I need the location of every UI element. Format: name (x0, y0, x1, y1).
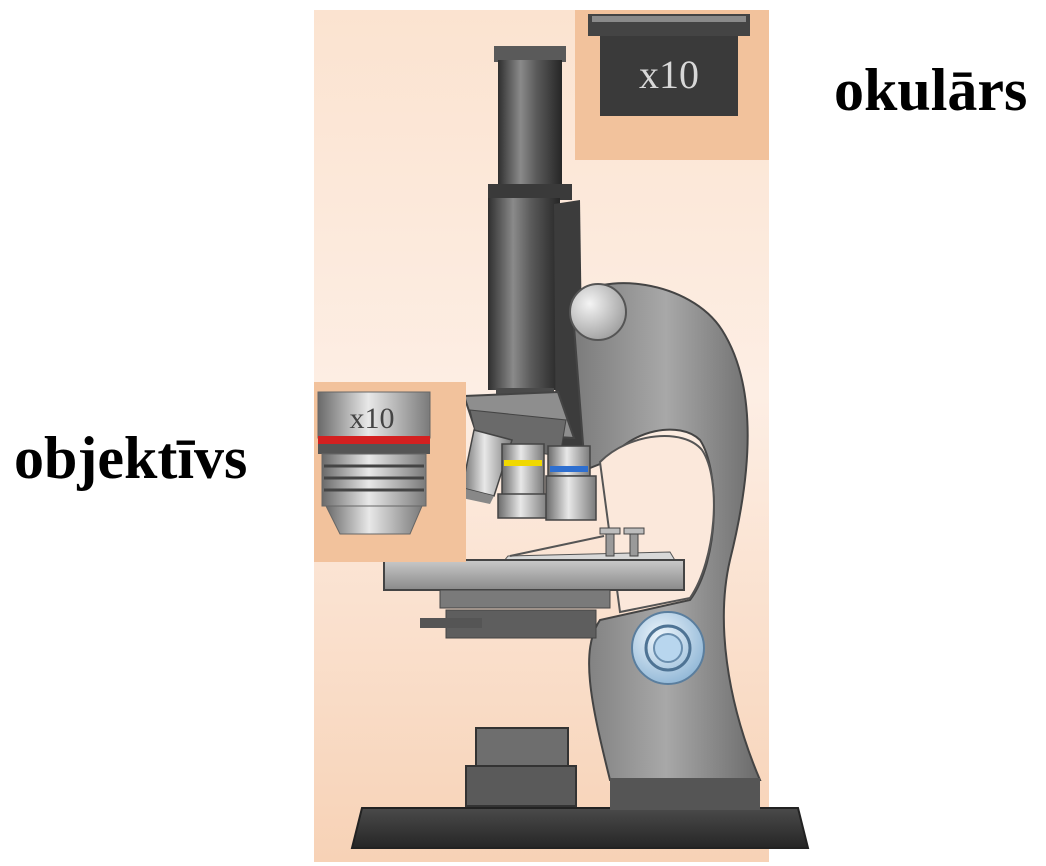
coarse-focus-knob (570, 284, 626, 340)
eyepiece-tube (488, 46, 572, 200)
eyepiece-magnification-label: x10 (639, 52, 699, 97)
eyepiece-body (498, 60, 562, 186)
objective-inset: x10 (314, 382, 466, 562)
objective-magnification-label: x10 (350, 402, 395, 435)
objective-ring-red (318, 436, 430, 444)
fine-focus-knob (632, 612, 704, 684)
objective-lens-middle (498, 444, 548, 518)
objective-inset-tip (326, 506, 422, 534)
condenser-lever (420, 618, 482, 628)
objective-ring-blue (550, 466, 588, 472)
eyepiece-inset: x10 (575, 10, 769, 160)
eyepiece-label: okulārs (834, 57, 1027, 123)
microscope-base (352, 808, 808, 848)
light-source (466, 728, 576, 806)
stage-platform (384, 560, 684, 590)
objective-ring-yellow (504, 460, 542, 466)
objective-label: objektīvs (14, 425, 247, 491)
body-tube-main (488, 198, 560, 390)
stage-clip (630, 532, 638, 556)
objective-inset-thread (322, 454, 426, 506)
objective-lens-right (546, 446, 596, 520)
stage-clip (606, 532, 614, 556)
